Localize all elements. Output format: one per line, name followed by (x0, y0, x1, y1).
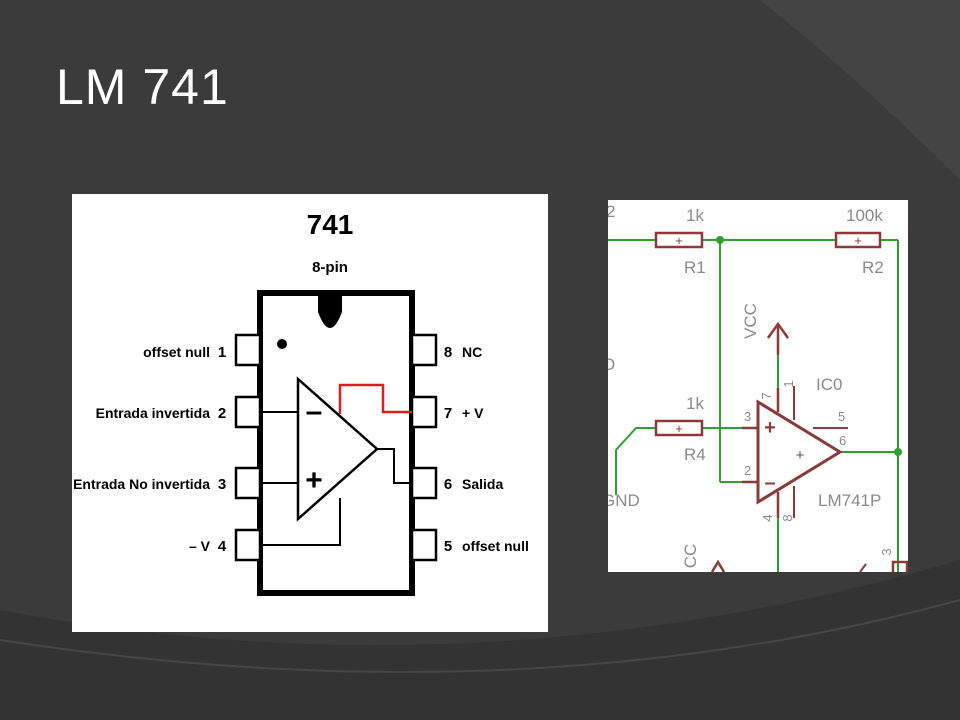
o-fragment: O (608, 355, 615, 374)
r4-value: 1k (686, 394, 704, 413)
inverting-symbol: – (306, 395, 323, 428)
resistor-r2 (834, 231, 882, 249)
pin-num-3: 3 (744, 409, 751, 424)
pin-box-4 (234, 528, 262, 562)
wire-pin7-supply (338, 383, 412, 414)
pin-label-4: – V (189, 538, 211, 554)
vcc-label: VCC (741, 303, 760, 339)
pin-label-7: + V (462, 405, 484, 421)
top-left-fragment: 2 (608, 202, 615, 221)
chip-notch (318, 293, 342, 328)
pin-num-3-bottom: 3 (879, 548, 894, 555)
pin-label-6: Salida (462, 476, 503, 492)
pin-label-2: Entrada invertida (96, 405, 211, 421)
pin-label-8: NC (462, 344, 482, 360)
pin-num-6: 6 (839, 433, 846, 448)
schematic-wires (608, 239, 899, 572)
pinout-subtitle: 8-pin (312, 259, 348, 276)
pin-num-2: 2 (744, 463, 751, 478)
pin-label-3: Entrada No invertida (73, 476, 210, 492)
junction-output (894, 448, 902, 456)
pin-box-2 (234, 395, 262, 429)
gnd-fragment: GND (608, 491, 640, 510)
ic0-minus-input: – (764, 472, 775, 494)
bottom-diagonal-fragment (859, 563, 867, 572)
ic0-plus-input: + (764, 417, 776, 439)
r1-value: 1k (686, 206, 704, 225)
pin-box-3 (234, 466, 262, 500)
resistor-r1 (654, 231, 704, 249)
ic0-body-plus: + (796, 447, 805, 464)
resistor-r4 (654, 419, 704, 437)
pin-number-1: 1 (218, 344, 226, 361)
wire-pin6 (377, 448, 412, 484)
pin-label-1: offset null (143, 344, 210, 360)
r1-name: R1 (684, 258, 706, 277)
slide-title: LM 741 (56, 59, 229, 115)
pin-number-8: 8 (444, 344, 452, 361)
pinout-diagram: 741 8-pin offset null 1 Entrada invertid… (72, 194, 548, 632)
pin-number-5: 5 (444, 538, 452, 555)
pin-box-1 (234, 333, 262, 367)
pin-number-6: 6 (444, 476, 452, 493)
r4-name: R4 (684, 445, 706, 464)
pin1-dot (277, 339, 287, 349)
ic0-part: LM741P (818, 491, 881, 510)
junction-top (716, 236, 724, 244)
r2-mark: + (854, 233, 862, 248)
bottom-right-part-fragment (891, 560, 908, 572)
wire-pin4 (260, 498, 341, 546)
r4-mark: + (675, 421, 683, 436)
ic0-opamp-triangle (756, 399, 843, 505)
pin-num-8: 8 (780, 514, 795, 521)
r2-name: R2 (862, 258, 884, 277)
pin-label-5: offset null (462, 538, 529, 554)
pin-number-7: 7 (444, 405, 452, 422)
opamp-triangle (296, 376, 379, 522)
noninverting-symbol: + (305, 464, 323, 497)
pin-number-4: 4 (218, 538, 227, 555)
pin-number-2: 2 (218, 405, 226, 422)
pin-num-4: 4 (760, 514, 775, 521)
pin-box-7 (410, 395, 438, 429)
pin-box-6 (410, 466, 438, 500)
pinout-svg: 741 8-pin offset null 1 Entrada invertid… (73, 209, 529, 596)
pin-box-8 (410, 333, 438, 367)
vcc-bottom-fragment: CC (681, 544, 700, 569)
pin-num-1: 1 (781, 380, 796, 387)
circuit-schematic: + + + 1k R1 100k R2 1k R4 VCC + – + IC0 … (608, 200, 908, 572)
pin-box-5 (410, 528, 438, 562)
pinout-title: 741 (307, 209, 354, 240)
r1-mark: + (675, 233, 683, 248)
pin-num-5: 5 (838, 409, 845, 424)
r2-value: 100k (846, 206, 883, 225)
ic0-name: IC0 (816, 375, 842, 394)
schematic-svg: + + + 1k R1 100k R2 1k R4 VCC + – + IC0 … (608, 202, 908, 572)
bottom-arrow-fragment (710, 559, 726, 572)
pin-number-3: 3 (218, 476, 226, 493)
pin-num-7: 7 (759, 392, 774, 399)
